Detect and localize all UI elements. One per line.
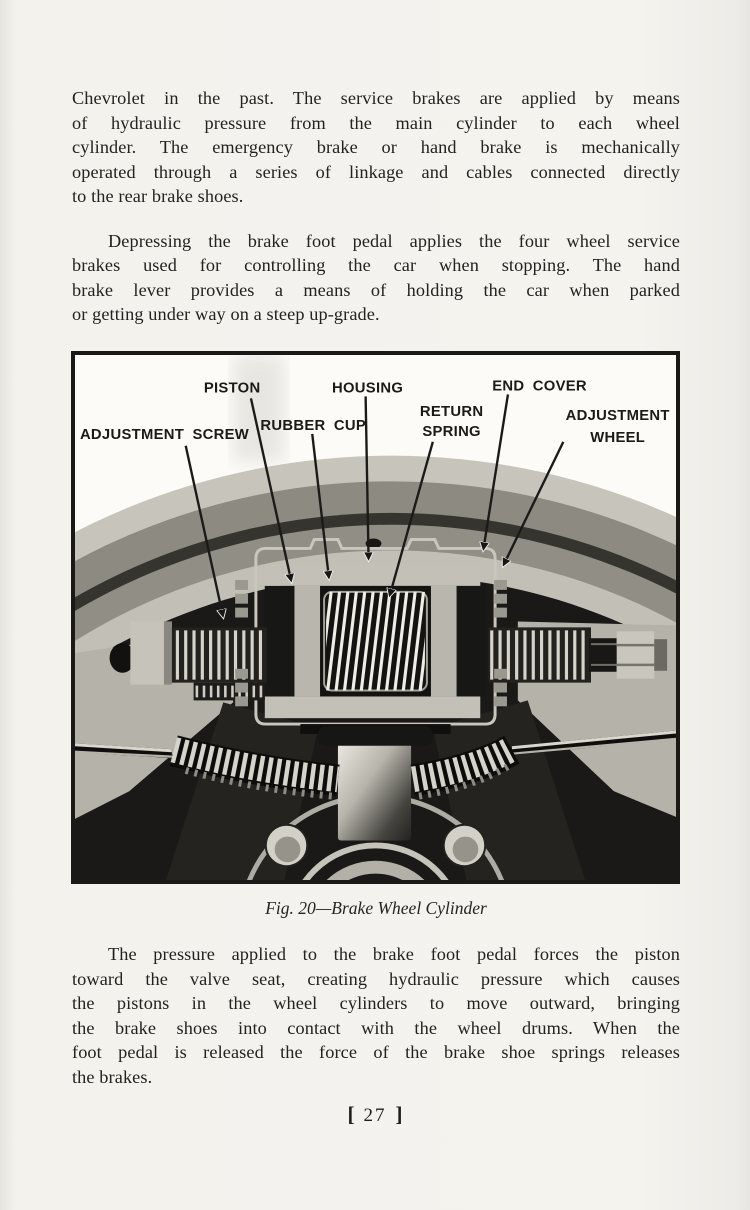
adjustment-wheel-leader-line bbox=[503, 441, 565, 566]
label-rubber-cup: RUBBER CUP bbox=[260, 418, 366, 434]
text-line: brakes used for controlling the car when… bbox=[72, 255, 680, 275]
text-line: operated through a series of linkage and… bbox=[72, 161, 680, 182]
text-line: foot pedal is released the force of the … bbox=[72, 1042, 680, 1062]
scan-smudge bbox=[233, 355, 285, 462]
anchor-bracket bbox=[337, 735, 412, 841]
figure-brake-wheel-cylinder: ADJUSTMENT SCREW PISTON RUBBER CUP HOUSI… bbox=[75, 355, 676, 880]
piston-right bbox=[456, 585, 487, 697]
label-return-spring: RETURN bbox=[420, 404, 483, 420]
body-text-top: Chevrolet in the past. The service brake… bbox=[72, 86, 680, 327]
paragraph: The pressure applied to the brake foot p… bbox=[72, 942, 680, 1089]
right-shoe-spring-coil bbox=[411, 737, 519, 793]
label-return-spring-2: SPRING bbox=[422, 424, 481, 440]
text-line: The pressure applied to the brake foot p… bbox=[108, 944, 680, 964]
figure-caption: Fig. 20—Brake Wheel Cylinder bbox=[265, 898, 487, 918]
cylinder-boot bbox=[318, 726, 433, 746]
adjustment-nut bbox=[616, 631, 655, 679]
rubber-cup-leader-line bbox=[311, 433, 329, 579]
end-cover-serrations bbox=[235, 580, 507, 707]
hub-bolt-left bbox=[264, 823, 309, 868]
figure-labels: ADJUSTMENT SCREW PISTON RUBBER CUP HOUSI… bbox=[80, 379, 670, 446]
bleeder-valve bbox=[365, 538, 382, 549]
hub-bolt-right bbox=[442, 823, 487, 868]
text-line: the brakes. bbox=[72, 1066, 153, 1087]
figure-frame: ADJUSTMENT SCREW PISTON RUBBER CUP HOUSI… bbox=[71, 351, 680, 884]
text-line: the pistons in the wheel cylinders to mo… bbox=[72, 993, 680, 1013]
rubber-cup-right bbox=[430, 585, 457, 697]
wheel-cylinder-assembly bbox=[130, 538, 668, 746]
paragraph: Depressing the brake foot pedal applies … bbox=[72, 229, 680, 327]
piston-leader-line bbox=[249, 398, 292, 582]
text-line: toward the valve seat, creating hydrauli… bbox=[72, 968, 680, 989]
page-number-open-bracket: [ bbox=[347, 1102, 355, 1126]
text-line: brake lever provides a means of holding … bbox=[72, 279, 680, 300]
page-number: [27] bbox=[0, 1102, 750, 1127]
left-shoe-spring-coil bbox=[170, 737, 340, 793]
rubber-cup-left bbox=[294, 585, 321, 697]
anchor-hole-left bbox=[109, 643, 136, 673]
label-end-cover: END COVER bbox=[492, 379, 587, 395]
text-line: the brake shoes into contact with the wh… bbox=[72, 1017, 680, 1038]
label-adjustment-wheel-2: WHEEL bbox=[590, 430, 645, 446]
text-line: or getting under way on a steep up-grade… bbox=[72, 304, 380, 324]
label-adjustment-screw: ADJUSTMENT SCREW bbox=[80, 427, 249, 443]
paragraph: Chevrolet in the past. The service brake… bbox=[72, 86, 680, 209]
label-adjustment-wheel: ADJUSTMENT bbox=[566, 408, 670, 424]
housing-top-plate bbox=[264, 564, 481, 586]
label-piston: PISTON bbox=[204, 381, 261, 397]
end-cover-leader-line bbox=[483, 394, 510, 550]
housing-bottom-plate bbox=[264, 696, 481, 719]
return-spring-coil bbox=[326, 591, 425, 691]
text-line: to the rear brake shoes. bbox=[72, 186, 244, 206]
text-line: Chevrolet in the past. The service brake… bbox=[72, 88, 680, 108]
return-spring-leader-line bbox=[389, 441, 434, 597]
text-line: Depressing the brake foot pedal applies … bbox=[108, 230, 680, 251]
leader-lines bbox=[184, 394, 565, 618]
housing-leader-line bbox=[366, 396, 369, 560]
text-line: cylinder. The emergency brake or hand br… bbox=[72, 137, 680, 157]
label-housing: HOUSING bbox=[332, 381, 403, 397]
brake-shoe-springs bbox=[75, 730, 676, 800]
page-number-close-bracket: ] bbox=[395, 1102, 403, 1126]
body-text-bottom: The pressure applied to the brake foot p… bbox=[72, 942, 680, 1089]
page-number-value: 27 bbox=[363, 1105, 387, 1126]
piston-left bbox=[264, 585, 295, 697]
text-line: of hydraulic pressure from the main cyli… bbox=[72, 112, 680, 133]
housing-outline bbox=[254, 538, 497, 726]
adjustment-screw-leader-line bbox=[184, 445, 224, 618]
